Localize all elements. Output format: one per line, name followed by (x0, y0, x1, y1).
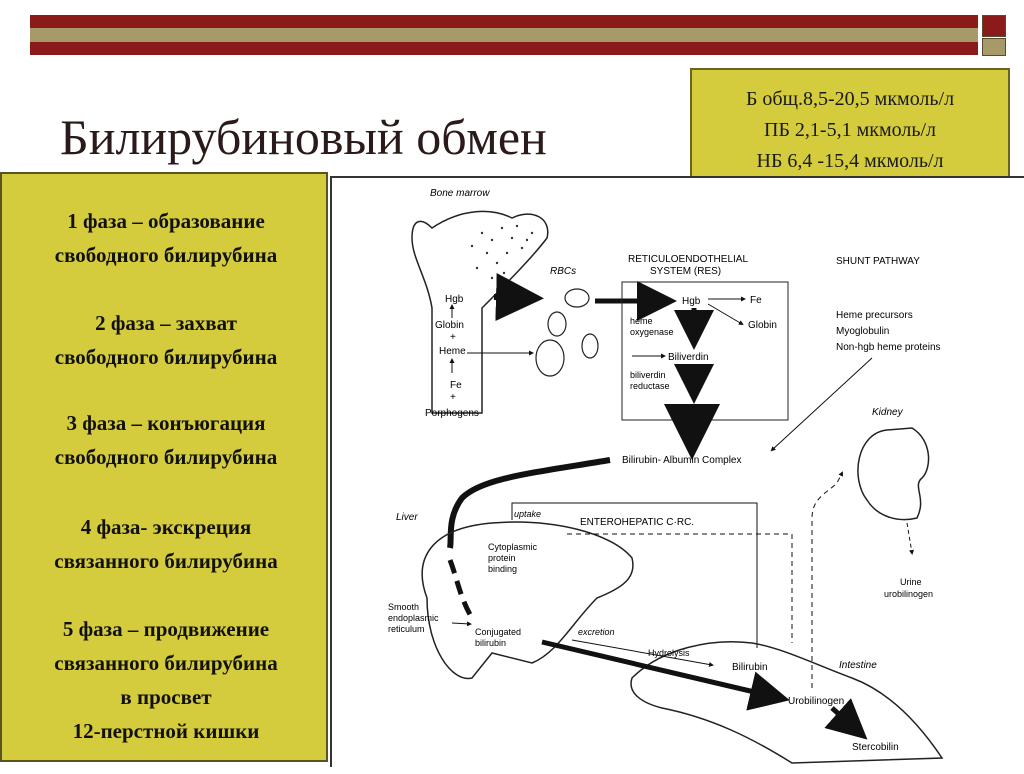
arrow-smooth-conjugated (451, 621, 472, 627)
label-res-globin: Globin (748, 320, 777, 331)
reference-values-box: Б общ.8,5-20,5 мкмоль/л ПБ 2,1-5,1 мкмол… (690, 68, 1010, 190)
label-heme-oxygenase-2: oxygenase (630, 327, 674, 337)
label-intestine: Intestine (839, 660, 877, 671)
label-hydrolysis: Hydrolysis (648, 648, 690, 658)
reference-direct: ПБ 2,1-5,1 мкмоль/л (764, 119, 936, 141)
label-heme: Heme (439, 346, 466, 357)
label-cytoplasmic-3: binding (488, 564, 517, 574)
label-res-2: SYSTEM (RES) (650, 266, 721, 277)
slide-title: Билирубиновый обмен (60, 109, 547, 165)
label-globin: Globin (435, 320, 464, 331)
phases-box: 1 фаза – образование свободного билируби… (0, 172, 328, 762)
label-conjugated-2: bilirubin (475, 638, 506, 648)
label-urobilinogen: Urobilinogen (788, 696, 844, 707)
label-uptake: uptake (514, 509, 541, 519)
label-enterohepatic: ENTEROHEPATIC C·RC. (580, 517, 694, 528)
phase-1-line-2: свободного билирубина (54, 243, 278, 267)
phase-4: 4 фаза- экскреция связанного билирубина (2, 510, 330, 578)
header-decor-stripe (30, 28, 978, 42)
label-cytoplasmic-1: Cytoplasmic (488, 542, 538, 552)
phase-3: 3 фаза – конъюгация свободного билирубин… (2, 406, 330, 474)
liver-drawing (421, 521, 634, 680)
label-res-hgb: Hgb (682, 296, 701, 307)
label-conjugated-1: Conjugated (475, 627, 521, 637)
label-stercobilin: Stercobilin (852, 742, 899, 753)
phase-1-line-1: 1 фаза – образование (67, 209, 265, 233)
label-urine-1: Urine (900, 577, 922, 587)
label-cytoplasmic-2: protein (488, 553, 516, 563)
dash-liver-conjugated (447, 559, 475, 620)
phase-5: 5 фаза – продвижение связанного билируби… (2, 612, 330, 748)
arrow-urobilinogen-stercobilin (824, 698, 868, 740)
phase-5-line-2: связанного билирубина (54, 651, 278, 675)
label-fe: Fe (450, 380, 462, 391)
label-kidney: Kidney (872, 407, 904, 418)
arrow-shunt-complex (770, 357, 873, 452)
reference-indirect: НБ 6,4 -15,4 мкмоль/л (756, 150, 944, 172)
label-plus-1: + (450, 332, 456, 343)
label-hgb: Hgb (445, 294, 464, 305)
arrow-hgb-globin (707, 303, 744, 326)
phase-5-line-3: в просвет (120, 685, 212, 709)
bilirubin-metabolism-diagram: Bone marrow Hgb Globin + Heme Fe + Porph… (330, 176, 1024, 767)
enterohepatic-dashed-1 (567, 533, 793, 643)
label-liver: Liver (396, 512, 418, 523)
label-plus-2: + (450, 392, 456, 403)
phase-1: 1 фаза – образование свободного билируби… (2, 204, 330, 272)
label-res-fe: Fe (750, 295, 762, 306)
label-biliverdin: Biliverdin (668, 352, 709, 363)
arrow-excretion-bilirubin (571, 639, 714, 667)
label-bone-marrow: Bone marrow (430, 188, 490, 199)
bone-drawing (411, 210, 549, 414)
phase-5-line-1: 5 фаза – продвижение (62, 617, 270, 641)
label-heme-oxygenase-1: heme (630, 316, 653, 326)
corner-decor-square-top (982, 15, 1006, 37)
label-shunt-myoglobulin: Myoglobulin (836, 326, 889, 337)
phase-5-line-4: 12-перстной кишки (72, 719, 260, 743)
label-smooth-2: endoplasmic (388, 613, 439, 623)
phase-2-line-1: 2 фаза – захват (95, 311, 237, 335)
reference-total: Б общ.8,5-20,5 мкмоль/л (745, 88, 955, 110)
header-decor-bar (30, 15, 978, 55)
dashed-to-kidney (811, 471, 843, 688)
rbc-cells (535, 288, 599, 377)
phase-3-line-2: свободного билирубина (54, 445, 278, 469)
kidney-drawing (857, 427, 930, 521)
label-smooth-3: reticulum (388, 624, 425, 634)
curve-complex-liver (447, 457, 611, 549)
label-bilirubin: Bilirubin (670, 406, 706, 417)
label-rbcs: RBCs (550, 266, 576, 277)
diagram-svg: Bone marrow Hgb Globin + Heme Fe + Porph… (388, 188, 944, 764)
label-shunt-non-hgb: Non-hgb heme proteins (836, 342, 941, 353)
label-shunt-heme-precursors: Heme precursors (836, 310, 913, 321)
enterohepatic-loop (511, 502, 758, 648)
label-biliverdin-reductase-1: biliverdin (630, 370, 666, 380)
arrow-conjugated-urobilinogen (541, 639, 790, 711)
phase-2-line-2: свободного билирубина (54, 345, 278, 369)
phase-3-line-1: 3 фаза – конъюгация (66, 411, 266, 435)
arrow-bone-rbc (493, 273, 544, 322)
corner-decor-square-bottom (982, 38, 1006, 56)
phase-4-line-1: 4 фаза- экскреция (80, 515, 252, 539)
label-bilirubin-intestine: Bilirubin (732, 662, 768, 673)
label-shunt-pathway: SHUNT PATHWAY (836, 256, 920, 267)
label-porphogens: Porphogens (425, 408, 479, 419)
label-smooth-1: Smooth (388, 602, 419, 612)
label-urine-2: urobilinogen (884, 589, 933, 599)
label-res-1: RETICULOENDOTHELIAL (628, 254, 748, 265)
label-biliverdin-reductase-2: reductase (630, 381, 670, 391)
label-bilirubin-albumin: Bilirubin- Albumin Complex (622, 455, 742, 466)
dashed-to-urine (906, 522, 914, 555)
label-excretion: excretion (578, 627, 615, 637)
phase-4-line-2: связанного билирубина (54, 549, 278, 573)
intestine-drawing (630, 641, 944, 764)
bone-marrow-dots (470, 224, 534, 280)
phase-2: 2 фаза – захват свободного билирубина (2, 306, 330, 374)
